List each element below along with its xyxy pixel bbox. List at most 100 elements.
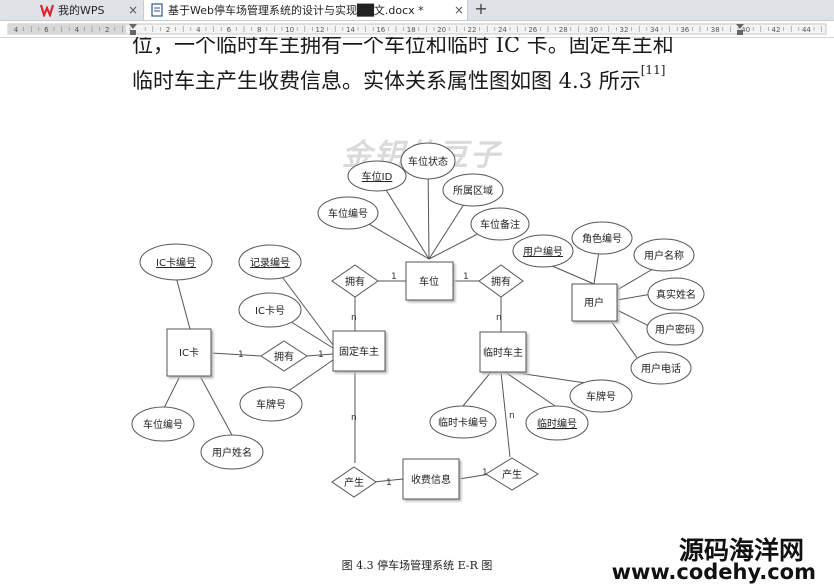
ruler-number: 8 (257, 26, 261, 34)
attribute-plate-no: 车牌号 (239, 386, 303, 422)
cardinality-n: n (509, 411, 515, 421)
svg-text:车位编号: 车位编号 (143, 418, 183, 431)
word-document-icon (150, 3, 164, 17)
entity-parking: 车位 (405, 261, 454, 301)
attribute-ic-card: IC卡号 (238, 292, 302, 328)
svg-text:车牌号: 车牌号 (586, 390, 616, 403)
svg-text:真实姓名: 真实姓名 (656, 288, 696, 301)
attribute-plate-no: 车牌号 (569, 379, 633, 413)
close-icon[interactable]: × (454, 3, 465, 17)
cardinality-one: 1 (463, 272, 469, 282)
entity-fee: 收费信息 (402, 458, 460, 500)
entity-fixed-owner: 固定车主 (332, 330, 386, 372)
close-icon[interactable]: × (128, 3, 139, 17)
ruler-number: 14 (346, 26, 355, 34)
ruler-number: 20 (437, 26, 446, 34)
attribute-area: 所属区域 (442, 173, 504, 207)
attribute-parking-no: 车位编号 (317, 196, 379, 230)
ruler-margin-marker[interactable] (736, 24, 744, 29)
svg-text:记录编号: 记录编号 (250, 256, 290, 269)
ruler-number: 6 (44, 26, 49, 34)
cardinality-one: 1 (386, 478, 392, 488)
attribute-parking-note: 车位备注 (470, 207, 530, 241)
attribute-temp-no: 临时编号 (525, 405, 589, 441)
ruler-number: 10 (285, 26, 294, 34)
attribute-parking-no: 车位编号 (131, 406, 195, 442)
ruler-number: 42 (772, 26, 781, 34)
attribute-role-no: 角色编号 (571, 221, 633, 255)
tab-my-wps[interactable]: 我的WPS × (39, 0, 140, 20)
ruler-number: 34 (650, 26, 659, 34)
svg-text:车位ID: 车位ID (362, 170, 393, 183)
ruler-number: 4 (196, 26, 201, 34)
ruler-number: 4 (14, 26, 19, 34)
entity-ic-card: IC卡 (166, 328, 212, 377)
relation-produce: 产生 (485, 457, 539, 491)
cardinality-one: 1 (238, 350, 244, 360)
entity-user: 用户 (571, 283, 618, 322)
svg-text:临时编号: 临时编号 (537, 417, 577, 430)
svg-text:角色编号: 角色编号 (582, 232, 622, 245)
cardinality-n: n (496, 313, 502, 323)
tab-document[interactable]: 基于Web停车场管理系统的设计与实现██文.docx * × (143, 0, 468, 20)
svg-text:用户电话: 用户电话 (641, 362, 681, 375)
cardinality-labels: 1 1 n n 1 1 n 1 n 1 (238, 272, 515, 488)
paragraph-line: 临时车主产生收费信息。实体关系属性图如图 4.3 所示[11] (132, 61, 772, 96)
site-url-watermark: www.codehy.com (611, 560, 816, 584)
svg-text:临时车主: 临时车主 (483, 346, 523, 359)
cardinality-n: n (351, 413, 357, 423)
tab-label: 基于Web停车场管理系统的设计与实现██文.docx * (168, 4, 424, 17)
ruler-margin-marker[interactable] (737, 30, 743, 35)
svg-text:车位状态: 车位状态 (408, 155, 448, 168)
svg-text:拥有: 拥有 (345, 275, 365, 288)
attribute-user-name: 用户名称 (633, 238, 695, 272)
ruler-number: 32 (620, 26, 629, 34)
svg-text:IC卡号: IC卡号 (255, 304, 285, 317)
tab-bar: 我的WPS × 基于Web停车场管理系统的设计与实现██文.docx * × + (0, 0, 834, 21)
entity-temp-owner: 临时车主 (479, 331, 527, 373)
cardinality-one: 1 (391, 272, 397, 282)
svg-text:产生: 产生 (344, 476, 364, 489)
svg-text:用户密码: 用户密码 (655, 323, 695, 336)
ruler-number: 12 (316, 26, 325, 34)
cardinality-n: n (351, 313, 357, 323)
svg-text:收费信息: 收费信息 (411, 473, 451, 486)
svg-text:车牌号: 车牌号 (256, 398, 286, 411)
svg-text:固定车主: 固定车主 (339, 345, 379, 358)
ruler-number: 4 (75, 26, 80, 34)
ruler-indent-marker[interactable] (129, 24, 137, 29)
ruler-number: 2 (166, 26, 170, 34)
paragraph-text: 临时车主产生收费信息。实体关系属性图如图 4.3 所示 (132, 69, 641, 93)
tab-label: 我的WPS (58, 4, 105, 17)
svg-text:所属区域: 所属区域 (453, 184, 493, 197)
wps-logo-icon (39, 3, 55, 19)
ruler-number: 6 (227, 26, 232, 34)
attribute-user-phone: 用户电话 (630, 351, 692, 385)
ruler-number: 40 (741, 26, 750, 34)
relation-produce: 产生 (331, 466, 377, 498)
ruler-number: 30 (589, 26, 598, 34)
attribute-user-full-name: 用户姓名 (200, 434, 264, 470)
svg-text:用户: 用户 (584, 296, 604, 309)
relation-own: 拥有 (331, 264, 379, 298)
ruler-number: 16 (376, 26, 385, 34)
relation-own: 拥有 (478, 264, 524, 298)
connector-lines (163, 162, 659, 483)
svg-text:车位: 车位 (419, 275, 439, 288)
svg-text:车位备注: 车位备注 (480, 218, 520, 231)
ruler-number: 28 (559, 26, 568, 34)
ruler-indent-marker[interactable] (130, 30, 136, 35)
new-tab-button[interactable]: + (474, 0, 488, 18)
svg-text:拥有: 拥有 (274, 350, 294, 363)
svg-text:IC卡编号: IC卡编号 (156, 256, 196, 269)
svg-text:IC卡: IC卡 (179, 346, 199, 359)
svg-text:用户编号: 用户编号 (523, 245, 563, 258)
svg-text:拥有: 拥有 (491, 275, 511, 288)
ruler-number: 24 (498, 26, 507, 34)
svg-text:用户名称: 用户名称 (644, 249, 684, 262)
paragraph-line: 位，一个临时车主拥有一个车位和临时 IC 卡。固定车主和 (132, 33, 674, 57)
ruler-number: 44 (802, 26, 811, 34)
ruler-number: 22 (468, 26, 477, 34)
